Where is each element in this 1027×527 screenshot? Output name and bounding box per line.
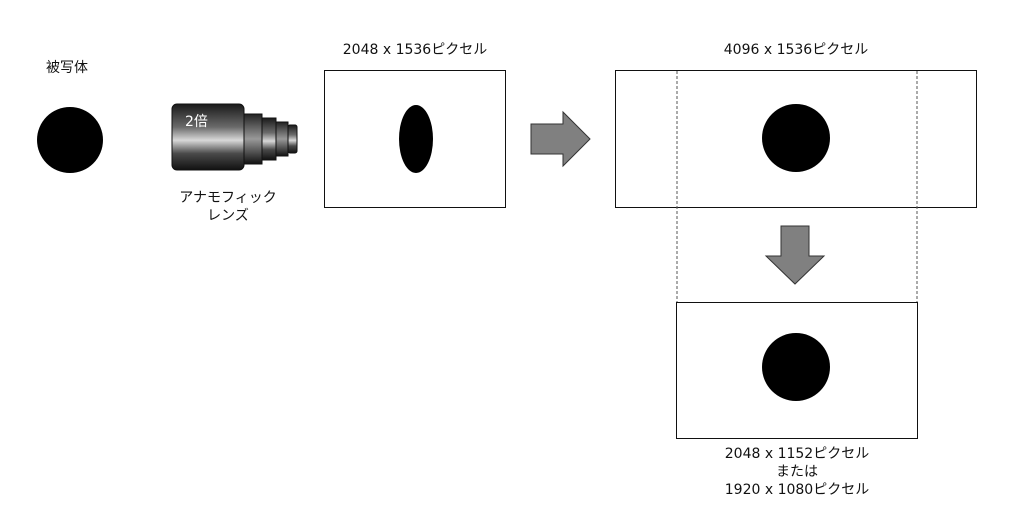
- captured-frame-label: 2048 x 1536ピクセル: [342, 42, 488, 58]
- lens-caption-line2: レンズ: [207, 208, 249, 224]
- stretched-frame-label: 4096 x 1536ピクセル: [723, 42, 869, 58]
- subject-circle: [37, 107, 103, 173]
- cropped-frame-label-line3: 1920 x 1080ピクセル: [724, 482, 870, 498]
- cropped-object: [762, 333, 830, 401]
- lens-caption-line1: アナモフィック: [179, 190, 277, 206]
- lens-magnification-badge: 2倍: [185, 114, 208, 130]
- cropped-frame-label-line1: 2048 x 1152ピクセル: [724, 446, 870, 462]
- subject-label: 被写体: [46, 60, 88, 76]
- arrow-down-icon: [764, 225, 826, 285]
- squeezed-object: [399, 105, 433, 173]
- arrow-right-icon: [530, 110, 591, 168]
- anamorphic-lens-icon: [171, 103, 298, 171]
- cropped-frame-label-line2: または: [776, 464, 818, 480]
- restored-object: [762, 104, 830, 172]
